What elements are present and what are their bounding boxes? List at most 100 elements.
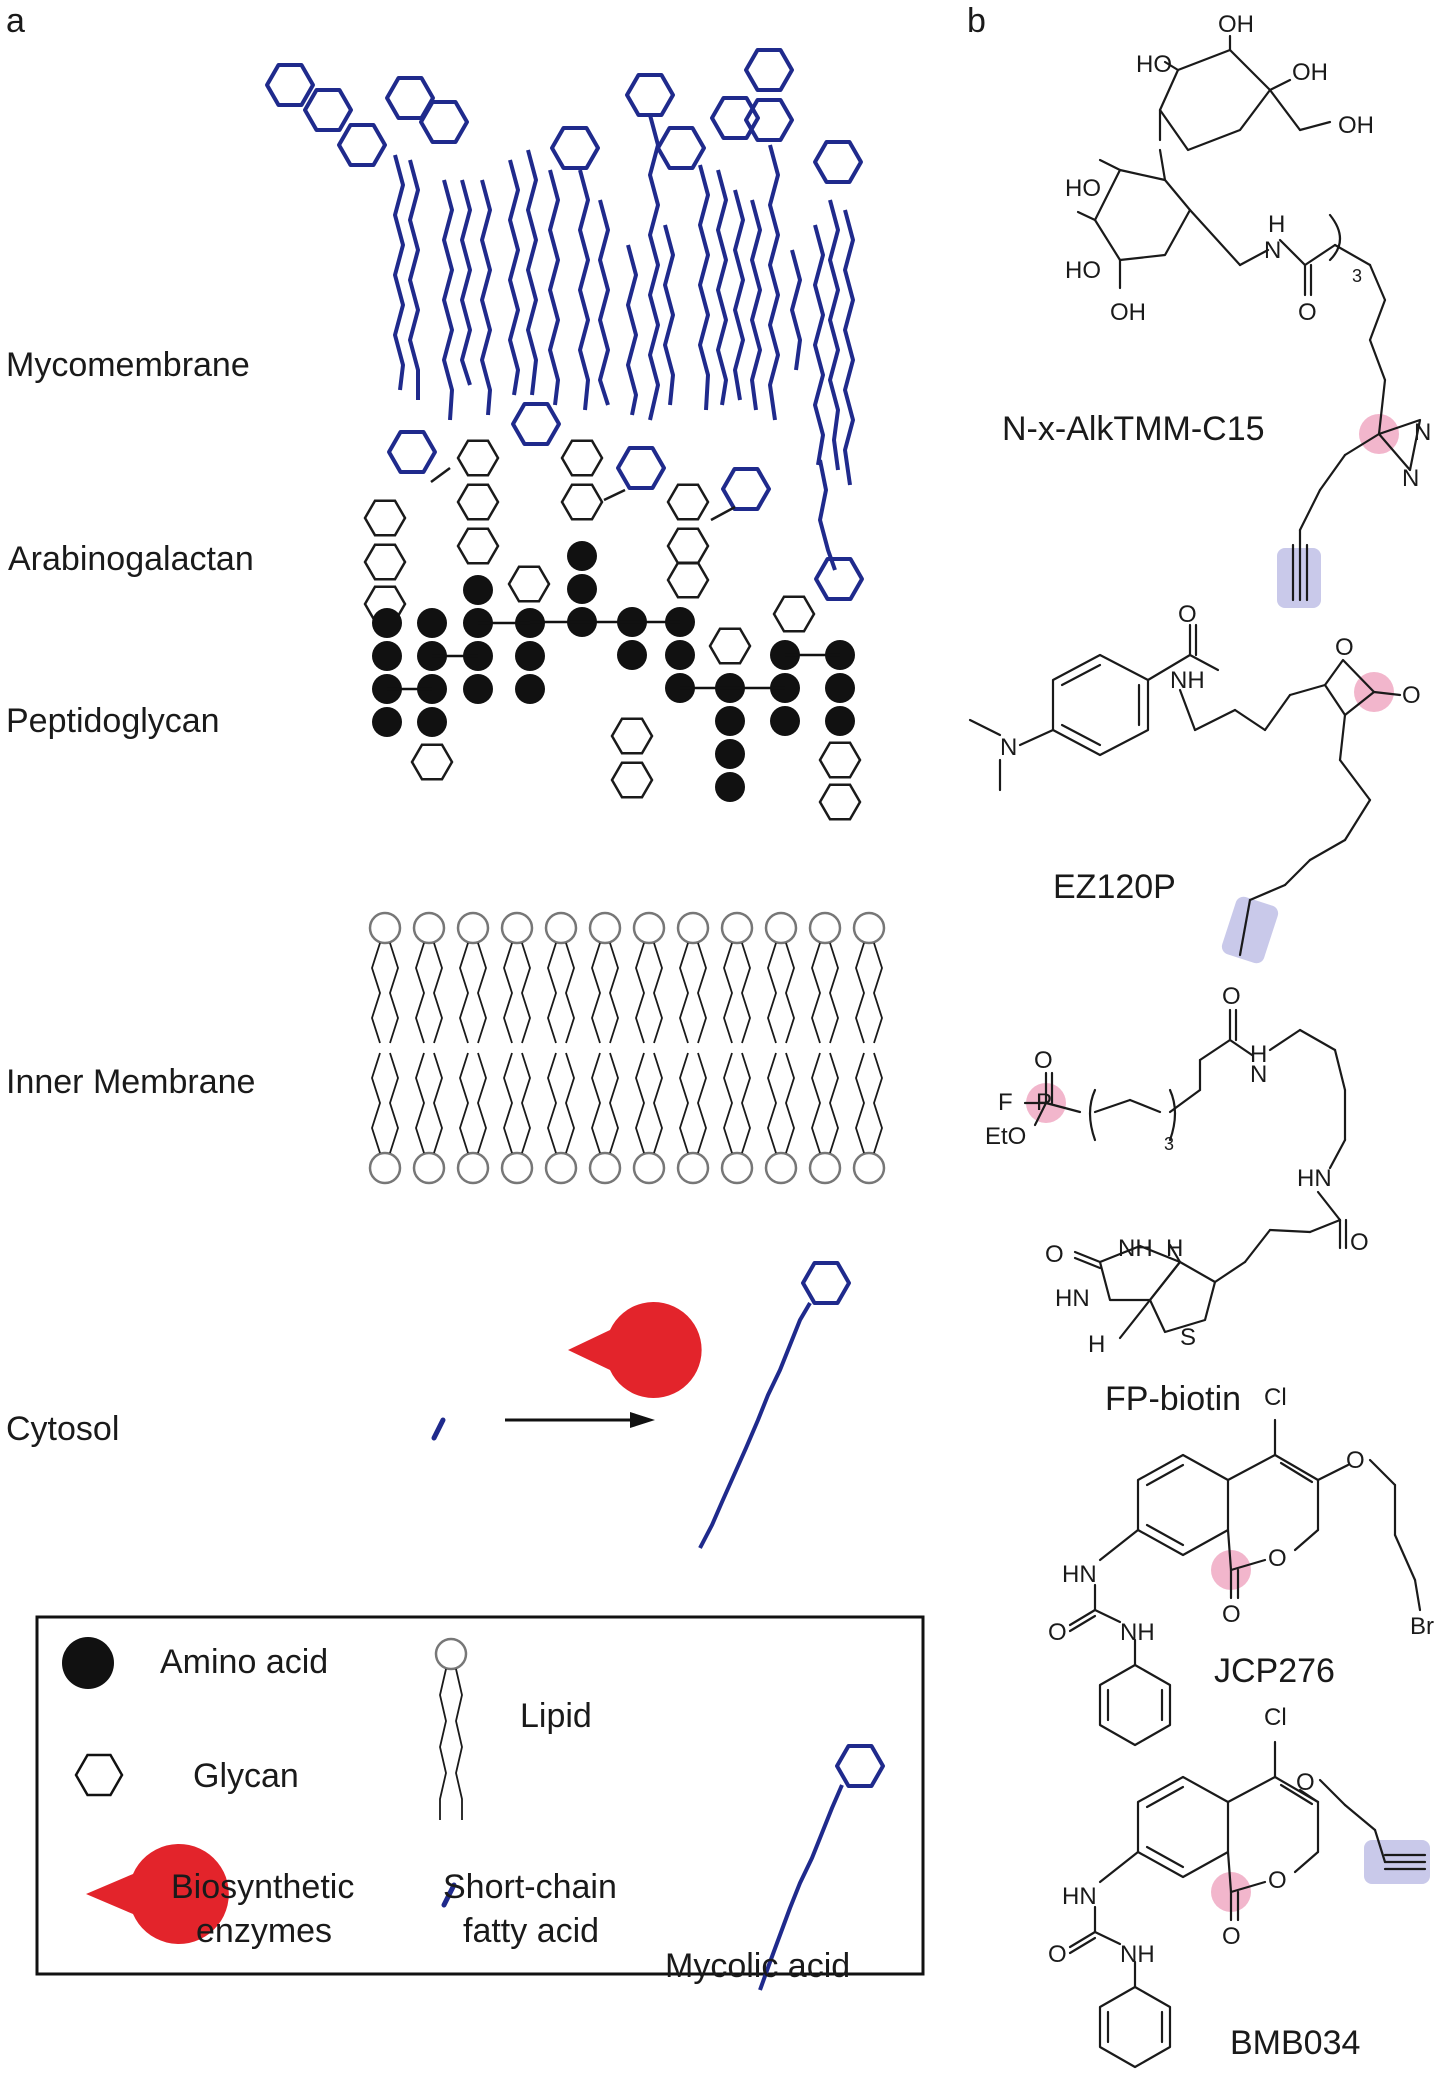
atom-oh-4: OH [1110, 299, 1146, 326]
compound-name-jcp276: JCP276 [1214, 1652, 1335, 1690]
atom-o-6: O [1222, 983, 1241, 1010]
atom-p-1: P [1036, 1089, 1052, 1116]
legend-label-short-chain-line1: Short-chain [443, 1868, 617, 1906]
lipid-tail [811, 942, 821, 1044]
lipid-head-top [368, 911, 402, 945]
lipid-head-top [676, 911, 710, 945]
atom-h-2: H [1250, 1041, 1267, 1068]
arabinogalactan-layer [363, 439, 816, 633]
lipid-tail [697, 1052, 707, 1154]
lipid-tail [723, 1052, 733, 1154]
cytosol-reaction [431, 1261, 851, 1549]
lipid-head-top [632, 911, 666, 945]
atom-oh-2: OH [1292, 59, 1328, 86]
lipid-head-top [412, 911, 446, 945]
atom-oh-1: OH [1218, 11, 1254, 38]
atom-n-1: N [1264, 237, 1281, 264]
atom-eto-1: EtO [985, 1123, 1026, 1150]
lipid-head-bottom [632, 1151, 666, 1185]
atom-n-4: N [1000, 734, 1017, 761]
mycomembrane-layer [265, 48, 864, 601]
atom-o-11: O [1222, 1601, 1241, 1628]
atom-labels: OH HO OH OH HO HO OH H N O 3 N N O NH N … [985, 11, 1434, 1968]
mycolic-acid-icon [758, 1744, 885, 1991]
atom-sub3-1: 3 [1352, 266, 1362, 286]
compound-name-bmb034: BMB034 [1230, 2024, 1361, 2062]
compound-name-n-x-alktmm-c15: N-x-AlkTMM-C15 [1002, 410, 1265, 448]
atom-s-1: S [1180, 1324, 1196, 1351]
lipid-tail [521, 1052, 531, 1154]
legend-label-lipid: Lipid [520, 1697, 592, 1735]
lipid-head-bottom [764, 1151, 798, 1185]
atom-o-9: O [1346, 1447, 1365, 1474]
lipid-tail [547, 942, 557, 1044]
lipid-head-top [500, 911, 534, 945]
legend-icons [62, 1637, 885, 1991]
legend-label-enzymes-line1: Biosynthetic [171, 1868, 355, 1906]
layer-label-peptidoglycan: Peptidoglycan [6, 702, 220, 740]
legend-label-mycolic-acid: Mycolic acid [665, 1947, 851, 1985]
lipid-tail [591, 942, 601, 1044]
lipid-tail [697, 942, 707, 1044]
atom-n-2: N [1414, 419, 1431, 446]
lipid-tail [785, 1052, 795, 1154]
atom-cl-1: Cl [1264, 1384, 1287, 1411]
lipid-tail [371, 1052, 381, 1154]
atom-n-5: N [1250, 1061, 1267, 1088]
atom-sub3-2: 3 [1164, 1134, 1174, 1154]
lipid-tail [767, 1052, 777, 1154]
lipid-head-bottom [588, 1151, 622, 1185]
lipid-tail [653, 942, 663, 1044]
peptidoglycan-layer [372, 541, 862, 821]
lipid-tail [503, 942, 513, 1044]
atom-hn-4: HN [1062, 1883, 1097, 1910]
structure-n-x-alktmm-c15 [1076, 34, 1422, 602]
atom-hn-1: HN [1297, 1165, 1332, 1192]
atom-nh-3: NH [1120, 1619, 1155, 1646]
amino-acid-icon [62, 1637, 114, 1689]
panel-label-a: a [6, 2, 25, 40]
panel-label-b: b [967, 2, 986, 40]
atom-o-14: O [1268, 1867, 1287, 1894]
lipid-tail [459, 1052, 469, 1154]
atom-o-12: O [1048, 1619, 1067, 1646]
lipid-tail [389, 1052, 399, 1154]
reaction-arrow-icon [505, 1412, 655, 1428]
legend-label-enzymes-line2: enzymes [196, 1912, 333, 1950]
compound-name-ez120p: EZ120P [1053, 868, 1176, 906]
lipid-tail [635, 942, 645, 1044]
structure-fp-biotin [1023, 1008, 1348, 1340]
lipid-tail [609, 942, 619, 1044]
lipid-tail [855, 942, 865, 1044]
atom-o-16: O [1048, 1941, 1067, 1968]
lipid-head-bottom [676, 1151, 710, 1185]
layer-label-cytosol: Cytosol [6, 1410, 120, 1448]
atom-ho-3: HO [1065, 257, 1101, 284]
legend-label-glycan: Glycan [193, 1757, 299, 1795]
atom-o-7: O [1350, 1229, 1369, 1256]
lipid-tail [371, 942, 381, 1044]
legend-label-short-chain-line2: fatty acid [463, 1912, 600, 1950]
atom-oh-3: OH [1338, 112, 1374, 139]
lipid-head-bottom [368, 1151, 402, 1185]
lipid-tail [635, 1052, 645, 1154]
atom-n-3: N [1402, 465, 1419, 492]
lipid-tail [855, 1052, 865, 1154]
lipid-head-bottom [808, 1151, 842, 1185]
lipid-tail [653, 1052, 663, 1154]
atom-h-4: H [1088, 1331, 1105, 1358]
lipid-tail [415, 1052, 425, 1154]
atom-nh-1: NH [1170, 667, 1205, 694]
short-chain-fatty-acid-icon [431, 1417, 446, 1441]
legend-box [35, 1615, 925, 1976]
atom-cl-2: Cl [1264, 1704, 1287, 1731]
structure-jcp276 [1068, 1418, 1422, 1747]
atom-hn-2: HN [1055, 1285, 1090, 1312]
atom-hn-3: HN [1062, 1561, 1097, 1588]
layer-label-arabinogalactan: Arabinogalactan [8, 540, 254, 578]
structure-bmb034 [1068, 1740, 1427, 2069]
lipid-tail [741, 1052, 751, 1154]
lipid-tail [741, 942, 751, 1044]
short-chain-fatty-acid-icon [441, 1882, 457, 1908]
lipid-icon [434, 1637, 468, 1671]
